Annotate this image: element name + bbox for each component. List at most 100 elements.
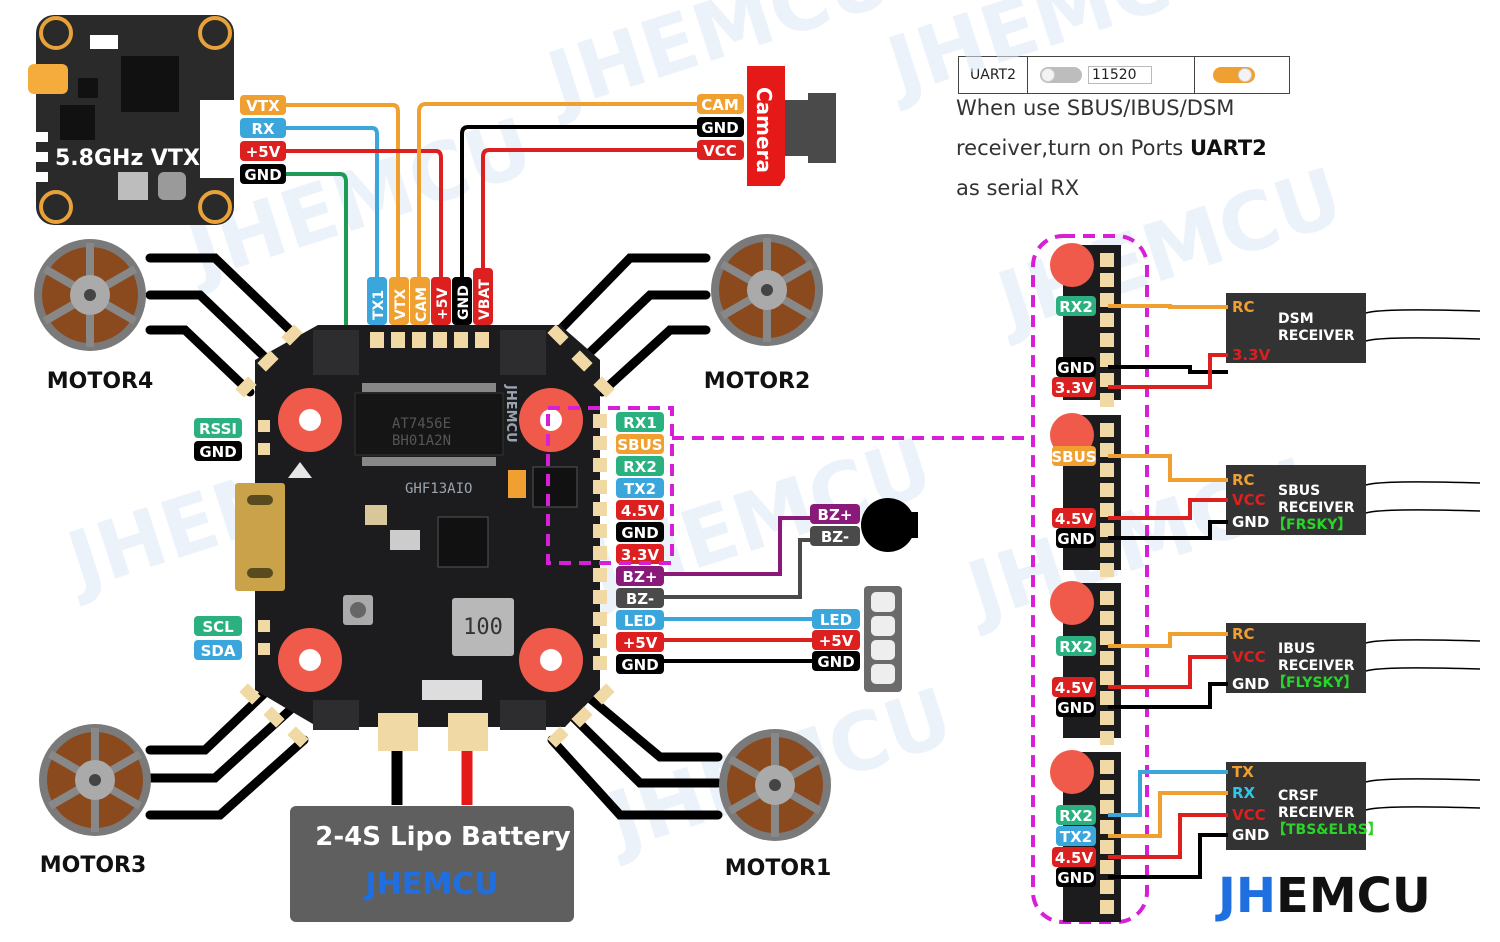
- fc-right-pin-label: +5V: [623, 634, 658, 652]
- pad: [1100, 563, 1114, 577]
- pad: [1100, 880, 1114, 894]
- receiver-wire: [1108, 682, 1228, 709]
- led-strip: LED +5V GND: [812, 586, 902, 692]
- note-line-2: receiver,turn on Ports UART2: [956, 136, 1267, 160]
- vtx-pin-label: RX: [251, 120, 275, 138]
- pad: [1100, 671, 1114, 685]
- fc-right-pin-label: GND: [621, 656, 658, 674]
- receiver-wire: [1108, 520, 1228, 540]
- receiver-name: CRSF: [1278, 788, 1319, 804]
- receiver-pin-label: TX: [1232, 763, 1254, 781]
- mounting-holes: [278, 388, 583, 692]
- fc-right-pin-badge: [616, 566, 664, 586]
- pad: [1100, 313, 1114, 327]
- pad: [1100, 503, 1114, 517]
- msp-toggle[interactable]: [1040, 67, 1082, 83]
- fc-pin-label: GND: [1057, 530, 1094, 548]
- fc-pin-label: RX2: [1059, 807, 1093, 825]
- pad: [1100, 423, 1114, 437]
- fc-right-pin-label: BZ+: [623, 568, 658, 586]
- receiver-tag: 【TBS&ELRS】: [1272, 822, 1382, 838]
- vtx-name: 5.8GHz VTX: [55, 146, 200, 171]
- antenna: [1365, 778, 1481, 783]
- pad: [1100, 611, 1114, 625]
- fc-right-pin-label: TX2: [624, 480, 656, 498]
- receiver-wire: [1108, 353, 1228, 389]
- vtx-pin-labels: VTX RX +5V GND: [240, 95, 286, 184]
- receiver-type: RECEIVER: [1278, 500, 1355, 516]
- fc-top-pin-label: CAM: [414, 287, 430, 322]
- motor-shaft: [769, 779, 781, 791]
- fc-pin-label: 4.5V: [1055, 510, 1094, 528]
- motor: MOTOR4: [34, 239, 153, 394]
- receiver-box: [1226, 762, 1366, 850]
- fc-pin-badge: [1056, 697, 1096, 717]
- buzzer-pin-label: BZ+: [818, 506, 853, 524]
- receiver-type: RECEIVER: [1278, 805, 1355, 821]
- receiver-pin-label: GND: [1232, 513, 1269, 531]
- motor-shaft: [761, 284, 773, 296]
- receiver-tag: 【FLYSKY】: [1272, 675, 1358, 691]
- fc-right-pin-label: BZ-: [626, 590, 654, 608]
- receiver-box: [1226, 293, 1366, 363]
- fc-right-pin-label: 4.5V: [621, 502, 660, 520]
- receiver-pin-label: GND: [1232, 826, 1269, 844]
- battery-brand: JHEMCU: [364, 867, 499, 902]
- vtx-pin-label: GND: [244, 166, 281, 184]
- brand-logo: JHEMCU: [1215, 868, 1431, 924]
- buzzer-pin-label: BZ-: [821, 528, 849, 546]
- receiver-wire: [1108, 498, 1228, 520]
- watermark: JHEMCU: [872, 0, 1243, 115]
- fc-left-pin-labels: RSSI GND SCL SDA: [194, 418, 242, 660]
- baud-rate-field[interactable]: 11520: [1088, 66, 1152, 84]
- fc-pin-badge: [1052, 377, 1096, 397]
- receiver-tag: 【FRSKY】: [1272, 517, 1351, 533]
- wire-vtx: [285, 103, 400, 280]
- fc-pin-badge: [1052, 677, 1096, 697]
- fc-left-pin-label: RSSI: [199, 420, 237, 438]
- pad: [1100, 651, 1114, 665]
- serial-rx-toggle[interactable]: [1213, 67, 1255, 83]
- fc-right-pin-badge: [616, 632, 664, 652]
- wire-cam-vcc: [481, 148, 698, 280]
- pad: [1100, 691, 1114, 705]
- motor: MOTOR1: [719, 729, 831, 881]
- pad: [1100, 393, 1114, 407]
- receiver-pin-label: GND: [1232, 675, 1269, 693]
- pad: [1100, 900, 1114, 914]
- brand-logo-part: JH: [1215, 868, 1276, 924]
- fc-top-pin-label: VBAT: [477, 279, 493, 320]
- receiver-box: [1226, 465, 1366, 535]
- wire-rx: [285, 126, 379, 280]
- fc-pin-label: RX2: [1059, 298, 1093, 316]
- battery-label: 2-4S Lipo Battery: [315, 822, 570, 852]
- pad: [1100, 253, 1114, 267]
- receiver-group: CRSFRECEIVER【TBS&ELRS】TXRXVCCGNDRX2TX24.…: [1050, 750, 1481, 922]
- antenna: [1365, 337, 1481, 342]
- receiver-pin-label: RC: [1232, 471, 1255, 489]
- vtx-pin-label: VTX: [246, 97, 280, 115]
- receiver-pin-label: VCC: [1232, 491, 1266, 509]
- fc-pin-label: GND: [1057, 359, 1094, 377]
- fc-top-pin-label: +5V: [435, 288, 451, 320]
- fc-right-pin-badge: [616, 544, 664, 564]
- camera-pin-label: CAM: [701, 96, 739, 114]
- receiver-pin-label: RC: [1232, 625, 1255, 643]
- antenna: [1365, 309, 1481, 314]
- fc-top-pin-label: VTX: [393, 289, 409, 320]
- receiver-type: RECEIVER: [1278, 328, 1355, 344]
- pad: [1100, 543, 1114, 557]
- usb-port: [235, 483, 285, 591]
- pad: [1100, 860, 1114, 874]
- receiver-wire: [1108, 770, 1228, 817]
- antenna: [1365, 667, 1481, 672]
- pad: [1100, 353, 1114, 367]
- fc-pin-label: GND: [1057, 869, 1094, 887]
- pad: [1100, 443, 1114, 457]
- battery: 2-4S Lipo Battery JHEMCU: [290, 806, 574, 922]
- osd-chip-label: AT7456E: [392, 416, 451, 432]
- receiver-pin-label: RX: [1232, 784, 1256, 802]
